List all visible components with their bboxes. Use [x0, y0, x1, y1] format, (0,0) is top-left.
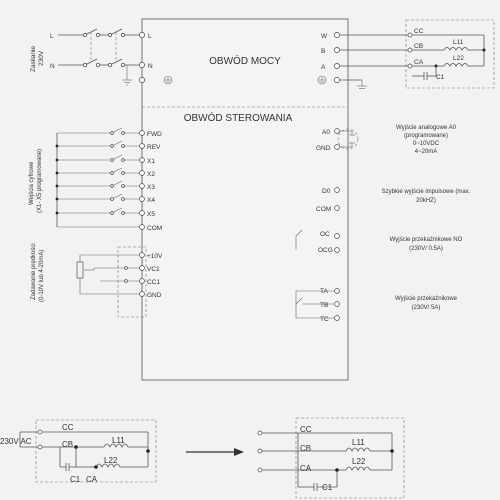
supply-label: Zasilanie 230V — [30, 46, 45, 72]
terminal-a0-label: A0 — [322, 129, 330, 136]
power-section-title: OBWÓD MOCY — [209, 54, 281, 67]
terminal-gnd-right — [334, 144, 340, 150]
terminal-d0 — [334, 187, 340, 193]
motor-windings-bottom-left: CC CB L11 L22 C1 CA — [19, 423, 150, 484]
terminal-w-label: W — [321, 33, 328, 40]
digital-input-terminals: FWD REV X1 X2 X3 X4 X5 COM — [139, 130, 162, 232]
bottom-right-cb: CB — [300, 444, 311, 453]
control-section-title: OBWÓD STEROWANIA — [184, 111, 293, 124]
analog-meter — [337, 128, 359, 150]
speed-setting-label-line-1: Zadawanie prędkości — [31, 243, 37, 300]
bottom-right-l22: L22 — [352, 457, 366, 466]
motor-windings-top: CC CB CA L11 L22 C1 — [407, 28, 486, 81]
motor-box-bottom-right — [295, 417, 405, 499]
supply-phase-n: N — [50, 63, 55, 70]
relay-contact — [295, 288, 340, 321]
motor-cc-label: CC — [414, 28, 424, 35]
terminal-b-label: B — [321, 48, 325, 55]
terminal-x5: X5 — [147, 211, 155, 218]
terminal-oc-label: OC — [320, 231, 330, 238]
terminal-gnd-left: GND — [147, 292, 162, 299]
terminal-d0-label: D0 — [322, 188, 331, 195]
terminal-l — [139, 32, 145, 38]
motor-coil-l22: L22 — [453, 55, 464, 62]
bottom-left-l22: L22 — [104, 456, 118, 465]
bottom-right-cc: CC — [300, 425, 312, 434]
analog-output-desc-2: (programowane) — [404, 133, 448, 139]
terminal-pe-input — [139, 77, 145, 83]
digital-inputs-label-line-1: Wejścia cyfrowe — [29, 161, 35, 205]
motor-coil-l11: L11 — [453, 39, 464, 46]
supply-label-line-1: Zasilanie — [30, 46, 37, 72]
terminal-com-right — [334, 205, 340, 211]
terminal-x4: X4 — [147, 197, 155, 204]
analog-output-desc-3: 0~10VDC — [413, 141, 440, 147]
digital-inputs-label: Wejścia cyfrowe (X1- X5 programowane) — [29, 149, 43, 213]
terminal-gnd-right-label: GND — [316, 145, 331, 152]
terminal-ta-label: TA — [320, 288, 328, 295]
terminal-l-label: L — [148, 33, 152, 40]
terminal-ocg-label: OCG — [318, 247, 333, 254]
bottom-supply-label: 230V AC — [0, 437, 32, 446]
terminal-n-label: N — [148, 63, 153, 70]
inverter-box — [141, 18, 349, 381]
potentiometer — [76, 246, 147, 318]
relay-no-contact — [295, 229, 340, 253]
bottom-left-l11: L11 — [112, 436, 125, 445]
motor-windings-bottom-right: CC CB CA L11 L22 C1 — [257, 425, 394, 492]
ground-symbol-right — [357, 80, 367, 89]
pulse-output-desc-1: Szybkie wyjście impulsowe (max. — [382, 189, 471, 195]
ground-icon — [163, 75, 173, 85]
analog-output-desc-4: 4~20mA — [415, 149, 438, 155]
digital-input-switches — [55, 127, 142, 228]
bottom-right-c1: C1 — [322, 483, 333, 492]
motor-box-bottom-left — [35, 419, 157, 483]
relay-no-desc-1: Wyjście przekaźnikowe NO — [390, 237, 463, 243]
terminal-com: COM — [147, 225, 162, 232]
terminal-tc-label: TC — [320, 316, 329, 323]
relay-desc-1: Wyjście przekaźnikowe — [395, 296, 458, 302]
terminal-a0 — [334, 128, 340, 134]
supply-label-line-2: 230V — [38, 50, 45, 66]
terminal-rev: REV — [147, 144, 161, 151]
terminal-a-label: A — [321, 64, 326, 71]
terminal-fwd: FWD — [147, 131, 162, 138]
analog-output-desc-1: Wyjście analogowe A0 — [396, 125, 457, 131]
relay-no-desc-2: (230V/ 0.5A) — [409, 246, 443, 252]
motor-box-top — [405, 19, 495, 89]
bottom-left-cb: CB — [62, 440, 73, 449]
breaker-switch — [58, 28, 142, 67]
bottom-left-cc: CC — [62, 423, 74, 432]
terminal-x3: X3 — [147, 184, 155, 191]
bottom-right-ca: CA — [300, 464, 312, 473]
terminal-x2: X2 — [147, 171, 155, 178]
pulse-output-desc-2: 20kHZ) — [416, 198, 436, 204]
motor-ca-label: CA — [414, 59, 424, 66]
speed-setting-label: Zadawanie prędkości (0-10V lub 4-20mA) — [31, 243, 45, 302]
arrow-right-icon — [186, 448, 244, 456]
terminal-tb-label: TB — [320, 302, 328, 309]
digital-inputs-label-line-2: (X1- X5 programowane) — [37, 149, 43, 213]
speed-setting-label-line-2: (0-10V lub 4-20mA) — [39, 250, 45, 302]
supply-phase-l: L — [50, 33, 54, 40]
terminal-vc1: VC1 — [147, 266, 160, 273]
output-terminals: W B A — [321, 32, 340, 83]
bottom-right-l11: L11 — [352, 438, 365, 447]
bottom-left-ca: CA — [86, 475, 98, 484]
terminal-cc1: CC1 — [147, 279, 160, 286]
relay-desc-2: (230V/ 5A) — [412, 305, 441, 311]
ground-icon-output — [317, 75, 327, 85]
terminal-x1: X1 — [147, 158, 155, 165]
ground-symbol-left — [122, 65, 132, 86]
terminal-10v: +10V — [147, 253, 163, 260]
terminal-n — [139, 62, 145, 68]
bottom-left-c1: C1 — [70, 475, 81, 484]
motor-capacitor-c1: C1 — [436, 74, 445, 81]
motor-cb-label: CB — [414, 43, 423, 50]
terminal-com-right-label: COM — [316, 206, 331, 213]
